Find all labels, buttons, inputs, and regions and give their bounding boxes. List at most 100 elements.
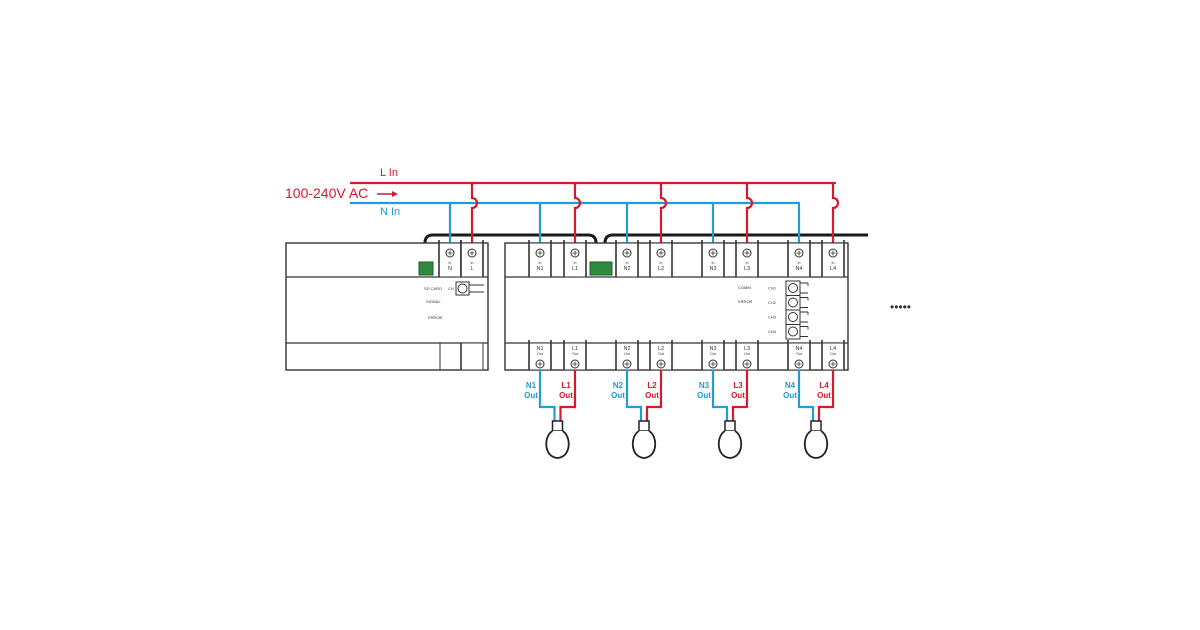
svg-text:N2: N2	[613, 381, 624, 390]
svg-text:Out: Out	[817, 391, 831, 400]
svg-text:L4: L4	[819, 381, 829, 390]
light-bulb-icon	[631, 420, 657, 459]
svg-text:In: In	[449, 261, 452, 265]
svg-text:L4: L4	[830, 346, 836, 352]
svg-text:Out: Out	[524, 391, 538, 400]
live-in-wire	[745, 183, 754, 245]
more-modules-indicator: •••••	[890, 300, 911, 314]
svg-text:Out: Out	[537, 352, 543, 356]
svg-text:In: In	[471, 261, 474, 265]
svg-text:L4: L4	[830, 266, 836, 272]
svg-text:Out: Out	[611, 391, 625, 400]
svg-text:N4: N4	[795, 346, 802, 352]
svg-text:Out: Out	[572, 352, 578, 356]
live-in-wire	[831, 183, 840, 245]
svg-text:Out: Out	[624, 352, 630, 356]
svg-text:L1: L1	[572, 346, 578, 352]
svg-text:N3: N3	[709, 346, 716, 352]
svg-text:N2: N2	[623, 266, 630, 272]
svg-text:Out: Out	[697, 391, 711, 400]
light-bulb-icon	[545, 420, 570, 459]
svg-text:Out: Out	[830, 352, 836, 356]
svg-text:L1: L1	[572, 266, 578, 272]
svg-text:Out: Out	[658, 352, 664, 356]
svg-text:N4: N4	[785, 381, 796, 390]
svg-text:N1: N1	[536, 346, 543, 352]
gateway-module: SD CARD SIGNAL ERROR CH	[285, 242, 489, 371]
svg-text:L3: L3	[733, 381, 743, 390]
live-in-wire	[659, 183, 668, 245]
svg-text:Out: Out	[744, 352, 750, 356]
voltage-label: 100-240V AC	[285, 185, 368, 201]
label-ch4: CH4	[768, 329, 777, 334]
svg-text:In: In	[660, 261, 663, 265]
indicator-comm: COMM	[738, 285, 751, 290]
arrow-right-icon	[377, 191, 398, 197]
bus-connector-2	[589, 261, 613, 276]
indicator-error-2: ERROR	[738, 299, 753, 304]
indicator-signal: SIGNAL	[426, 299, 441, 304]
channel-button-3[interactable]	[785, 309, 809, 325]
channel-button-4[interactable]	[785, 324, 809, 340]
svg-text:In: In	[746, 261, 749, 265]
svg-text:L: L	[470, 266, 473, 272]
ch-label: CH	[448, 286, 454, 291]
svg-text:L2: L2	[658, 346, 664, 352]
svg-text:Out: Out	[783, 391, 797, 400]
svg-text:N3: N3	[699, 381, 710, 390]
label-ch2: CH2	[768, 300, 777, 305]
light-bulb-icon	[717, 420, 743, 459]
indicator-sd-card: SD CARD	[424, 286, 442, 291]
svg-text:Out: Out	[710, 352, 716, 356]
gateway-terminal-l: InL	[460, 240, 484, 278]
label-ch1: CH1	[768, 286, 777, 291]
svg-text:Out: Out	[645, 391, 659, 400]
svg-text:Out: Out	[559, 391, 573, 400]
svg-text:Out: Out	[796, 352, 802, 356]
svg-text:L3: L3	[744, 266, 750, 272]
bus-connector	[418, 261, 434, 276]
svg-text:In: In	[832, 261, 835, 265]
svg-text:L2: L2	[647, 381, 657, 390]
svg-text:In: In	[574, 261, 577, 265]
live-in-wire	[573, 183, 582, 245]
svg-text:In: In	[626, 261, 629, 265]
svg-text:N3: N3	[709, 266, 716, 272]
svg-text:In: In	[712, 261, 715, 265]
svg-text:L1: L1	[561, 381, 571, 390]
light-bulb-icon	[803, 420, 829, 459]
l-in-label: L In	[380, 167, 398, 179]
indicator-error: ERROR	[428, 315, 443, 320]
svg-text:N1: N1	[536, 266, 543, 272]
svg-text:L3: L3	[744, 346, 750, 352]
svg-text:In: In	[798, 261, 801, 265]
svg-text:N4: N4	[795, 266, 802, 272]
channel-button-1[interactable]	[785, 280, 809, 296]
svg-text:Out: Out	[731, 391, 745, 400]
svg-text:N2: N2	[623, 346, 630, 352]
label-ch3: CH3	[768, 315, 777, 320]
svg-text:In: In	[539, 261, 542, 265]
n-in-label: N In	[380, 206, 400, 218]
svg-text:L2: L2	[658, 266, 664, 272]
